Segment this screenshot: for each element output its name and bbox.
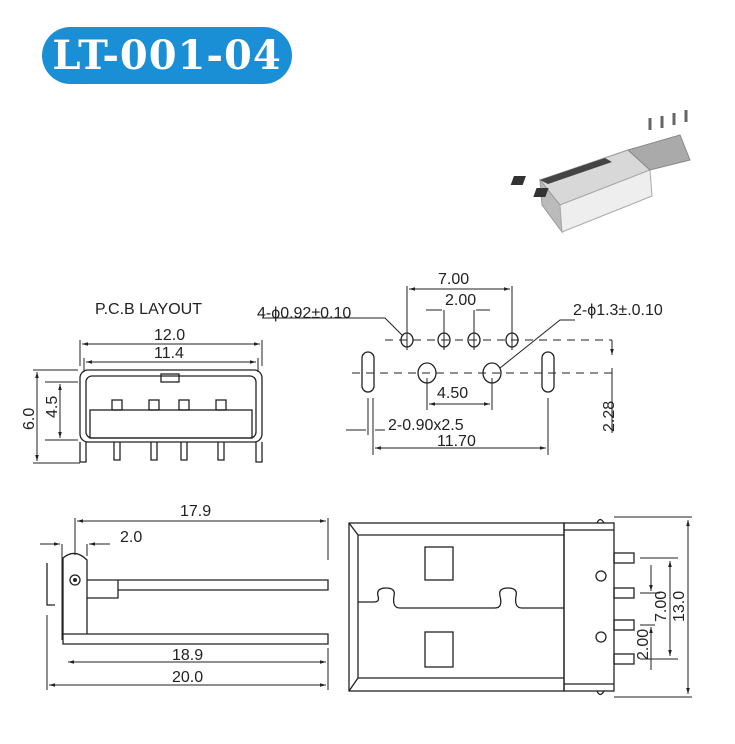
pcb-hole-layout: 7.00 2.00 4-ϕ0.92±0.10 2-ϕ1.3±.0.10 4.50… [257, 271, 663, 455]
dim-width-outer: 12.0 [154, 327, 185, 344]
note-pin-holes: 4-ϕ0.92±0.10 [257, 305, 351, 322]
dim-length-a: 17.9 [180, 503, 211, 520]
note-post-holes: 2-ϕ1.3±.0.10 [573, 302, 663, 319]
dim-length-total: 20.0 [172, 669, 203, 686]
dim-width: 13.0 [671, 591, 688, 622]
dim-post-spacing: 4.50 [437, 385, 468, 402]
note-slots: 2-0.90x2.5 [388, 417, 464, 434]
front-view: P.C.B LAYOUT 12.0 11.4 6.0 4.5 [21, 301, 263, 464]
product-photo [510, 110, 691, 234]
dim-width-inner: 11.4 [154, 345, 184, 362]
dim-pin-pitch: 2.00 [635, 629, 652, 660]
dim-offset: 2.0 [120, 529, 142, 546]
dim-row-offset: 2.28 [601, 401, 618, 432]
model-badge: LT-001-04 [42, 27, 292, 84]
dim-pin-pitch-outer: 7.00 [438, 271, 469, 288]
dim-slot-spacing: 11.70 [437, 433, 476, 450]
dim-pin-span: 7.00 [653, 591, 670, 622]
top-view: 7.00 2.00 13.0 [348, 516, 692, 698]
dim-height-inner: 4.5 [44, 396, 61, 418]
pcb-layout-label: P.C.B LAYOUT [95, 301, 202, 318]
model-title: LT-001-04 [52, 32, 282, 79]
side-view: 17.9 2.0 18.9 20.0 [40, 503, 329, 690]
dim-pin-pitch-inner: 2.00 [445, 292, 476, 309]
dim-length-b: 18.9 [172, 647, 203, 664]
dim-height-outer: 6.0 [21, 408, 38, 430]
